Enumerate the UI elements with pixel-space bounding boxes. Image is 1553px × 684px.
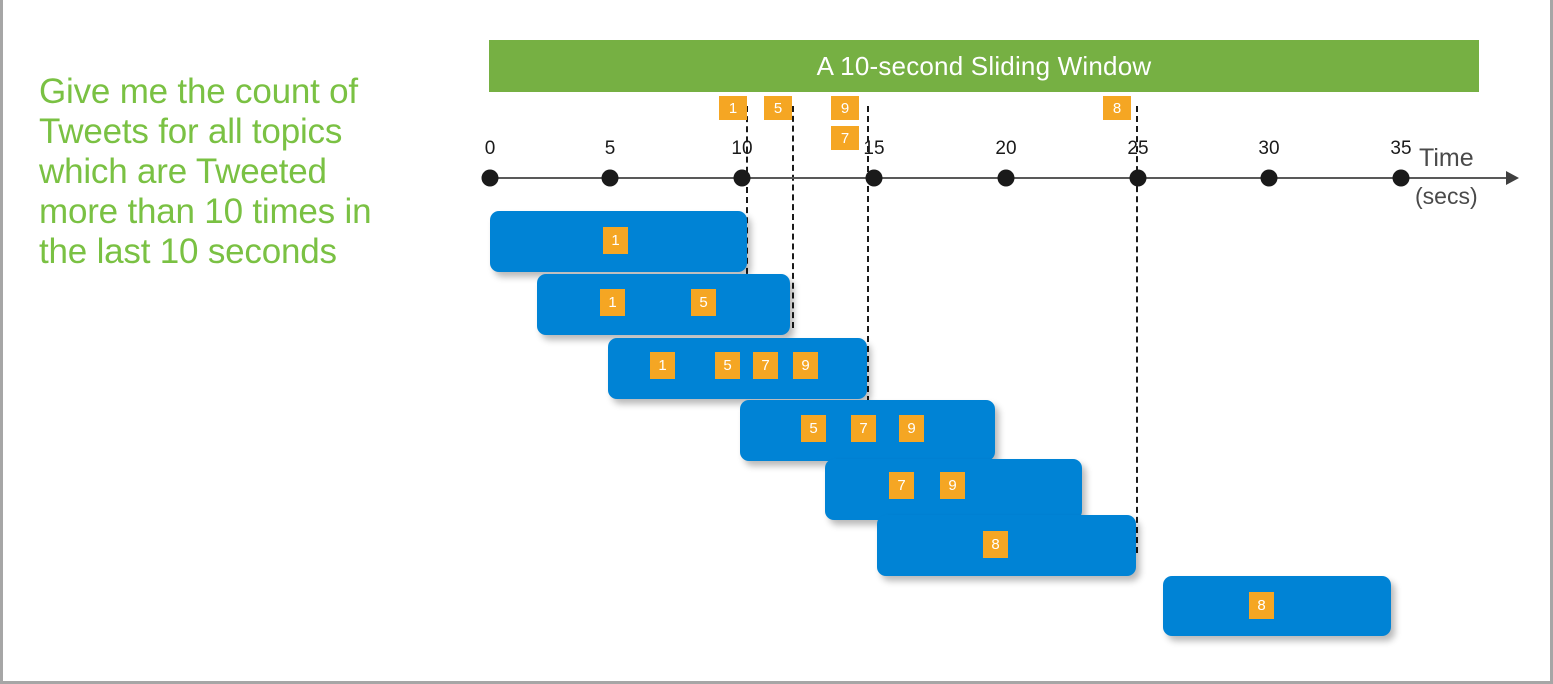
sliding-window-banner: A 10-second Sliding Window <box>489 40 1479 92</box>
prompt-question-text: Give me the count of Tweets for all topi… <box>39 72 372 271</box>
axis-units-label: (secs) <box>1415 183 1478 209</box>
window-bar-7 <box>1163 576 1391 636</box>
window-bar-4-chip-7: 7 <box>851 415 876 442</box>
event-marker-7: 7 <box>831 126 859 150</box>
event-marker-1: 1 <box>719 96 747 120</box>
window-bar-4-chip-9: 9 <box>899 415 924 442</box>
event-marker-8: 8 <box>1103 96 1131 120</box>
window-bar-3-chip-9: 9 <box>793 352 818 379</box>
timeline-tick-label-0: 0 <box>484 138 496 159</box>
window-bar-2-chip-5: 5 <box>691 289 716 316</box>
window-bar-2 <box>537 274 790 335</box>
guide-line-1 <box>746 106 748 284</box>
window-bar-3-chip-1: 1 <box>650 352 675 379</box>
timeline-arrow-icon <box>1506 171 1519 185</box>
timeline-tick-dot <box>865 169 883 187</box>
timeline-tick-dot <box>997 169 1015 187</box>
timeline-tick-label-30: 30 <box>1258 138 1280 159</box>
timeline-tick-dot <box>481 169 499 187</box>
guide-line-4 <box>1136 106 1138 553</box>
timeline-tick-label-10: 10 <box>731 138 753 159</box>
window-bar-6-chip-8: 8 <box>983 531 1008 558</box>
window-bar-5-chip-9: 9 <box>940 472 965 499</box>
event-marker-9: 9 <box>831 96 859 120</box>
window-bar-1-chip-1: 1 <box>603 227 628 254</box>
window-bar-7-chip-8: 8 <box>1249 592 1274 619</box>
event-marker-5: 5 <box>764 96 792 120</box>
timeline-tick-label-25: 25 <box>1127 138 1149 159</box>
timeline-tick-label-35: 35 <box>1390 138 1412 159</box>
window-bar-5-chip-7: 7 <box>889 472 914 499</box>
sliding-window-banner-label: A 10-second Sliding Window <box>816 51 1152 81</box>
timeline-tick-label-5: 5 <box>604 138 616 159</box>
guide-line-3 <box>867 106 869 402</box>
timeline-tick-label-15: 15 <box>863 138 885 159</box>
guide-line-2 <box>792 106 794 328</box>
window-bar-3-chip-7: 7 <box>753 352 778 379</box>
window-bar-3-chip-5: 5 <box>715 352 740 379</box>
timeline-tick-dot <box>1260 169 1278 187</box>
timeline-tick-dot <box>601 169 619 187</box>
window-bar-4-chip-5: 5 <box>801 415 826 442</box>
timeline-tick-dot <box>1392 169 1410 187</box>
axis-title-label: Time <box>1419 144 1474 172</box>
window-bar-2-chip-1: 1 <box>600 289 625 316</box>
timeline-tick-dot <box>733 169 751 187</box>
timeline-tick-label-20: 20 <box>995 138 1017 159</box>
timeline-tick-dot <box>1129 169 1147 187</box>
